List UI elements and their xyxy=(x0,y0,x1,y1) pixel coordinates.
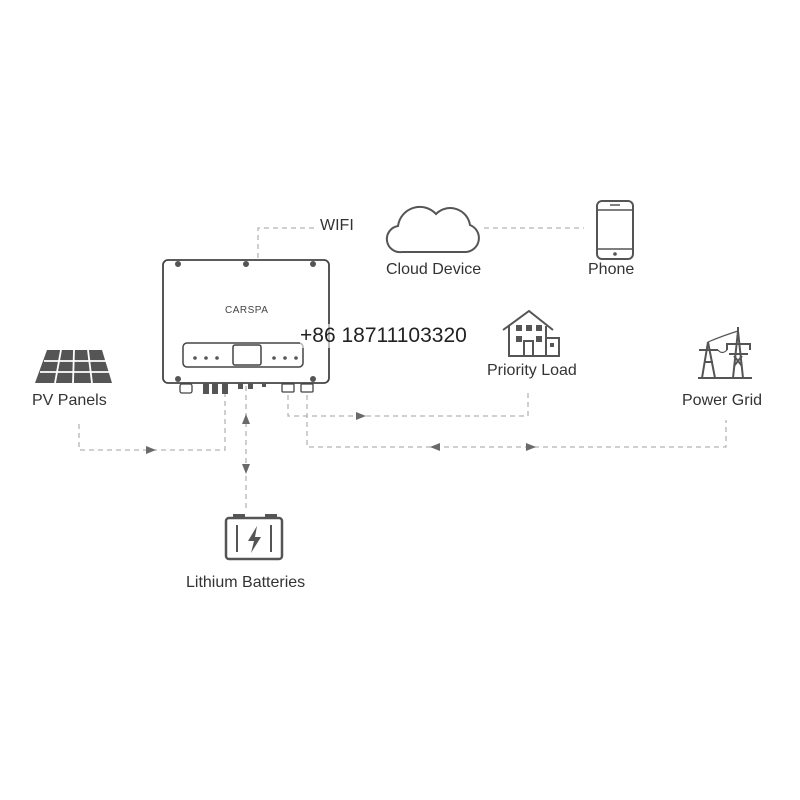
priority-load-label: Priority Load xyxy=(487,362,577,379)
cloud-device-label: Cloud Device xyxy=(386,261,482,278)
contact-phone-watermark: +86 18711103320 xyxy=(300,324,467,348)
wifi-label: WIFI xyxy=(320,217,354,234)
grid-arrow-right xyxy=(526,443,536,451)
grid-line xyxy=(306,386,727,448)
solar-panel-icon xyxy=(35,349,112,384)
power-tower-icon xyxy=(698,327,752,379)
pv-arrow xyxy=(146,446,156,454)
load-arrow xyxy=(356,412,366,420)
flow-arrows xyxy=(146,412,536,474)
inverter-brand-label: CARSPA xyxy=(225,305,269,316)
lithium-batteries-label: Lithium Batteries xyxy=(186,574,306,591)
phone-label: Phone xyxy=(588,261,635,278)
battery-icon xyxy=(224,514,284,561)
smartphone-icon xyxy=(596,200,634,260)
house-icon xyxy=(502,309,560,357)
battery-arrow-up xyxy=(242,414,250,424)
pv-panels-label: PV Panels xyxy=(32,392,107,409)
cloud-icon xyxy=(385,205,480,254)
wifi-line xyxy=(257,227,318,258)
grid-arrow-left xyxy=(430,443,440,451)
inverter-icon xyxy=(162,259,330,394)
priority-load-line xyxy=(287,386,529,417)
power-grid-label: Power Grid xyxy=(682,392,763,409)
battery-arrow-down xyxy=(242,464,250,474)
